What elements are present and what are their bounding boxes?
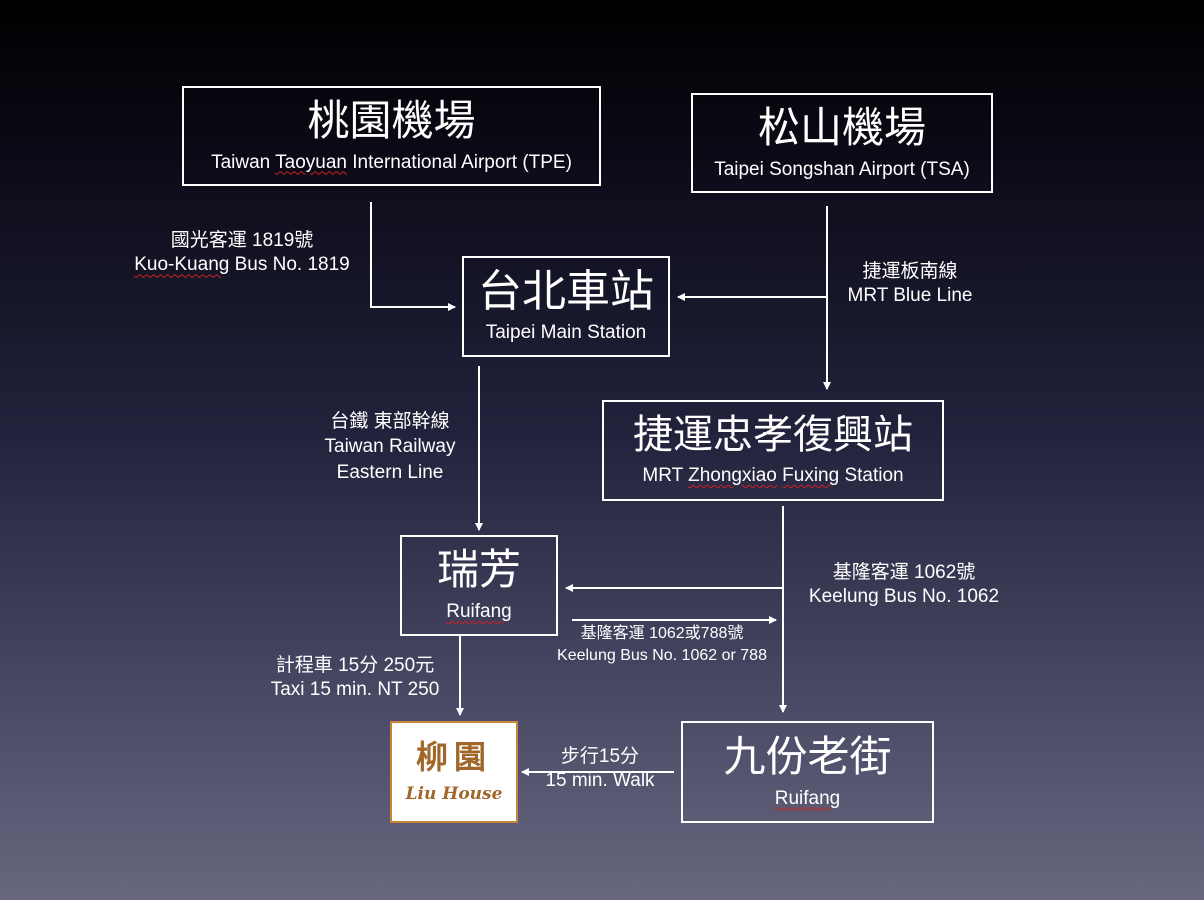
node-subtitle: Taipei Songshan Airport (TSA) — [714, 158, 970, 180]
route-label-bus-1062-788: 基隆客運 1062或788號 Keelung Bus No. 1062 or 7… — [540, 623, 784, 666]
route-label-zh: 捷運板南線 — [862, 261, 958, 282]
node-title: 九份老街 — [723, 731, 892, 781]
route-label-en: MRT Blue Line — [847, 285, 973, 307]
route-label-en: Eastern Line — [336, 461, 444, 483]
route-label-zh: 步行15分 — [560, 746, 640, 767]
node-title: 松山機場 — [757, 102, 926, 152]
route-label-en: Kuo-Kuang Bus No. 1819 — [134, 254, 350, 276]
route-label-bus-1062: 基隆客運 1062號 Keelung Bus No. 1062 — [790, 561, 1018, 610]
route-label-zh: 國光客運 1819號 — [170, 230, 314, 251]
route-label-taiwan-railway: 台鐵 東部幹線 Taiwan Railway Eastern Line — [305, 409, 475, 485]
route-label-en: Keelung Bus No. 1062 — [808, 586, 1000, 608]
arrow-tpe-to-main — [370, 202, 456, 311]
node-title: 捷運忠孝復興站 — [633, 412, 913, 459]
route-label-bus-1819: 國光客運 1819號 Kuo-Kuang Bus No. 1819 — [112, 229, 372, 278]
logo-english-name: Liu House — [405, 783, 503, 804]
route-label-taxi: 計程車 15分 250元 Taxi 15 min. NT 250 — [250, 654, 460, 703]
node-mrt-zhongxiao-fuxing: 捷運忠孝復興站 MRT Zhongxiao Fuxing Station — [602, 400, 944, 501]
route-label-en: Keelung Bus No. 1062 or 788 — [557, 646, 767, 664]
route-label-walk: 步行15分 15 min. Walk — [530, 745, 670, 794]
liu-house-logo: 柳園 Liu House — [390, 721, 518, 823]
route-label-zh: 台鐵 東部幹線 — [330, 411, 450, 432]
route-label-zh: 基隆客運 1062或788號 — [580, 625, 744, 642]
node-title: 台北車站 — [478, 265, 654, 317]
node-ruifang: 瑞芳 Ruifang — [400, 535, 558, 636]
route-label-en: Taiwan Railway — [324, 436, 456, 458]
node-jiufen-old-street: 九份老街 Ruifang — [681, 721, 934, 823]
node-title: 瑞芳 — [436, 545, 521, 594]
node-title: 桃園機場 — [307, 95, 476, 145]
node-subtitle: MRT Zhongxiao Fuxing Station — [642, 465, 904, 487]
node-taipei-main-station: 台北車站 Taipei Main Station — [462, 256, 670, 357]
route-label-en: 15 min. Walk — [545, 770, 655, 792]
route-label-en: Taxi 15 min. NT 250 — [270, 679, 440, 701]
node-taoyuan-airport: 桃園機場 Taiwan Taoyuan International Airpor… — [182, 86, 601, 186]
node-subtitle: Taipei Main Station — [485, 322, 647, 344]
node-subtitle: Ruifang — [446, 601, 512, 623]
node-songshan-airport: 松山機場 Taipei Songshan Airport (TSA) — [691, 93, 993, 193]
node-subtitle: Taiwan Taoyuan International Airport (TP… — [211, 151, 572, 173]
route-label-zh: 計程車 15分 250元 — [275, 655, 435, 676]
logo-chinese-name: 柳園 — [415, 738, 492, 777]
route-label-zh: 基隆客運 1062號 — [832, 562, 976, 583]
route-label-mrt-blue: 捷運板南線 MRT Blue Line — [830, 260, 990, 309]
node-subtitle: Ruifang — [774, 787, 841, 809]
